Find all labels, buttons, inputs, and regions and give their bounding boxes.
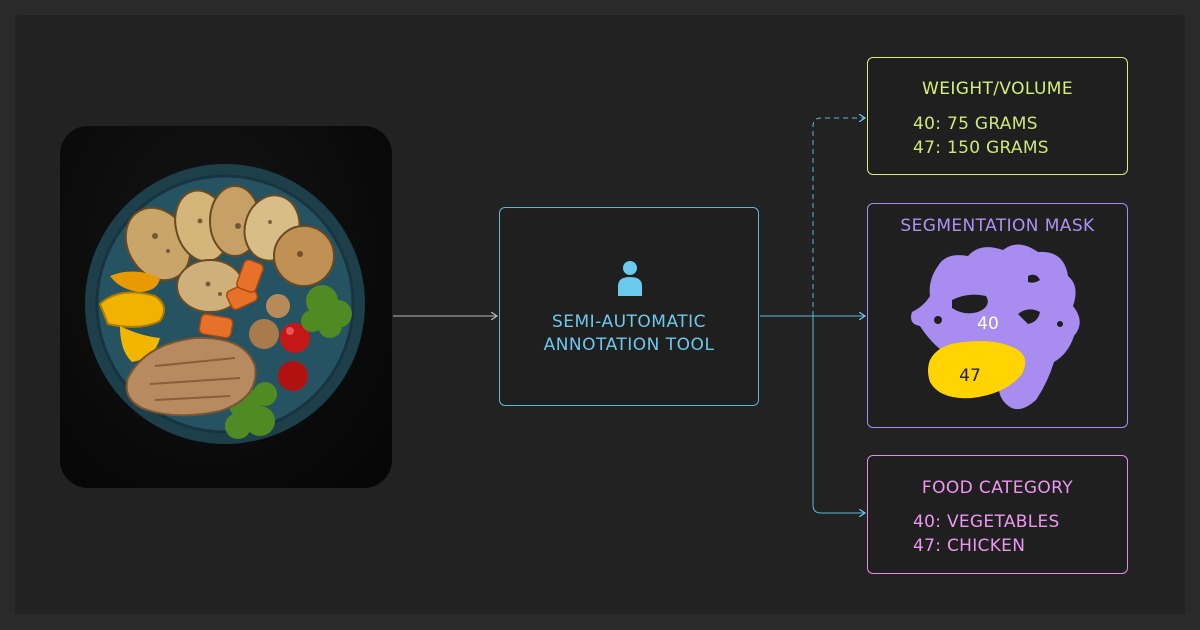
- weight-volume-box: WEIGHT/VOLUME 40: 75 GRAMS 47: 150 GRAMS: [867, 57, 1128, 175]
- annotation-tool-box: SEMI-AUTOMATIC ANNOTATION TOOL: [499, 207, 759, 406]
- weight-line-40: 40: 75 GRAMS: [913, 114, 1038, 134]
- food-category-title: FOOD CATEGORY: [921, 478, 1074, 498]
- food-category-box: FOOD CATEGORY 40: VEGETABLES 47: CHICKEN: [867, 455, 1128, 574]
- mask-region-vegetables: [911, 244, 1080, 410]
- tool-label-line-1: SEMI-AUTOMATIC: [551, 312, 707, 332]
- tool-to-category-arrow: [812, 316, 865, 513]
- user-icon: [618, 261, 642, 296]
- segmentation-mask-box: SEGMENTATION MASK 40 47: [867, 203, 1128, 428]
- category-line-40: 40: VEGETABLES: [913, 512, 1060, 532]
- mask-label-47: 47: [959, 366, 981, 386]
- weight-volume-title: WEIGHT/VOLUME: [921, 79, 1074, 99]
- annotation-tool-label: SEMI-AUTOMATIC ANNOTATION TOOL: [500, 311, 758, 357]
- category-line-47: 47: CHICKEN: [913, 536, 1026, 556]
- segmentation-mask-graphic: 40 47: [911, 244, 1080, 410]
- mask-label-40: 40: [977, 314, 999, 334]
- tool-to-weight-arrow: [812, 118, 865, 316]
- mask-region-chicken: [928, 341, 1026, 399]
- food-photo: [60, 126, 392, 488]
- tool-label-line-2: ANNOTATION TOOL: [543, 335, 715, 355]
- segmentation-mask-title: SEGMENTATION MASK: [900, 216, 1095, 236]
- weight-line-47: 47: 150 GRAMS: [913, 138, 1049, 158]
